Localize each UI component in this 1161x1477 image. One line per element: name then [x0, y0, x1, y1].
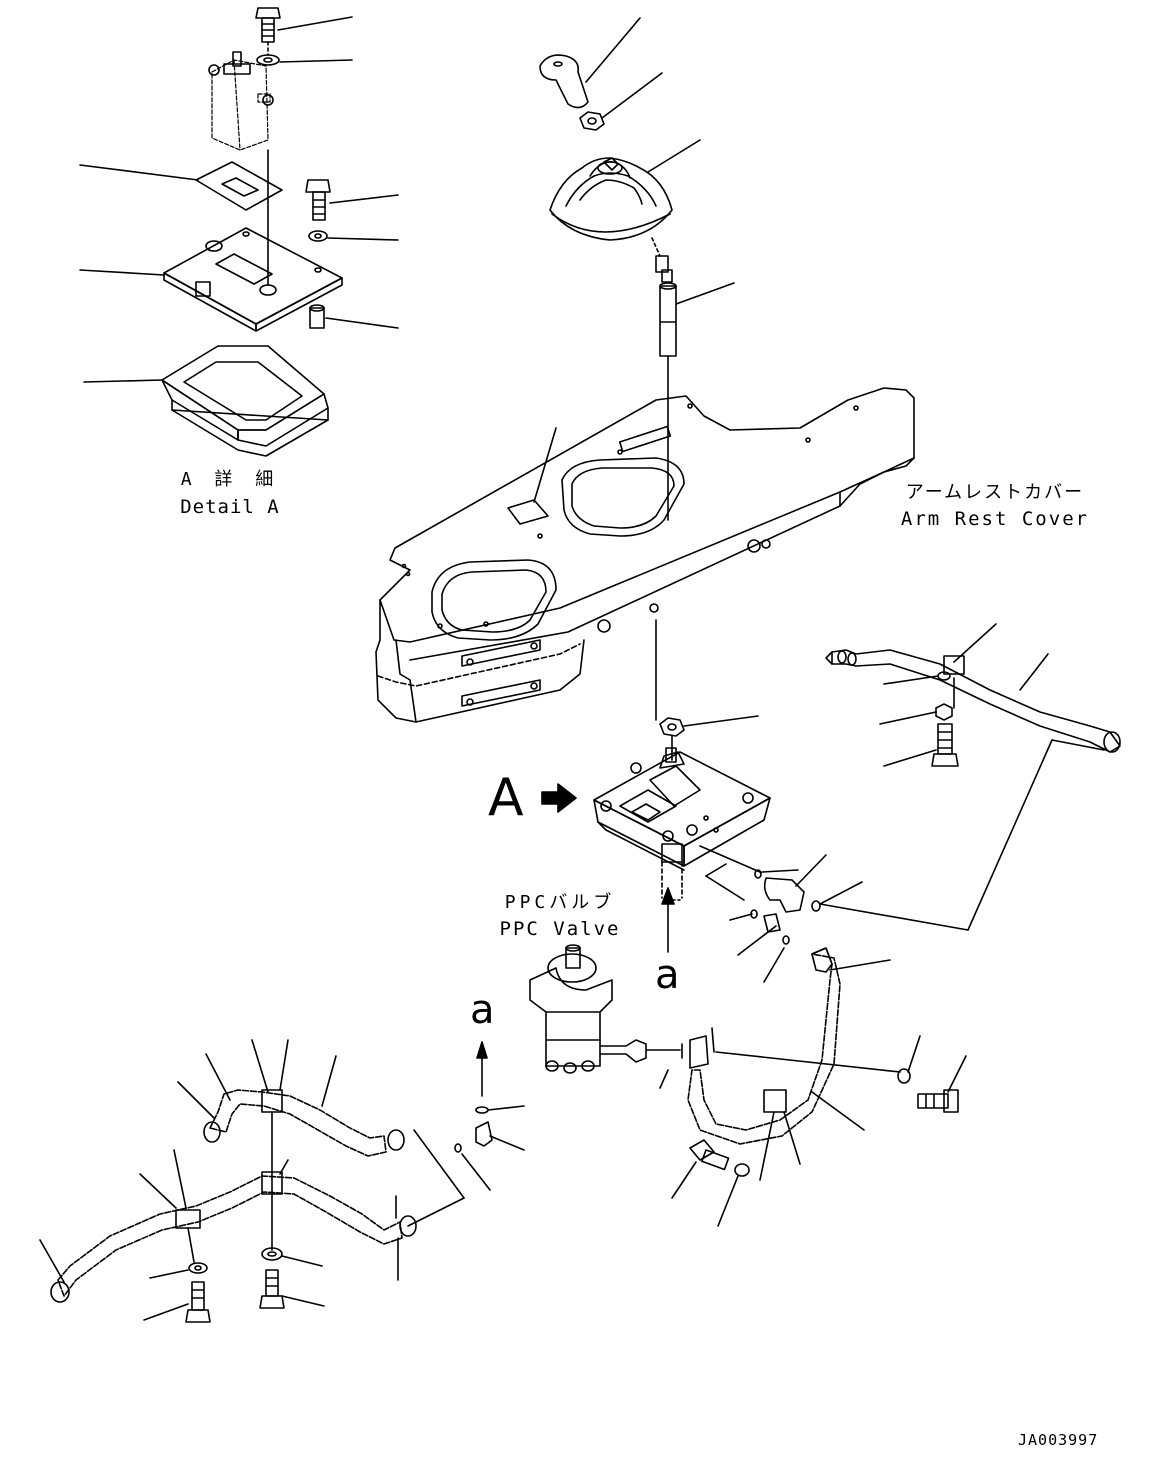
bolt-clamp-lower-right	[689, 1139, 730, 1171]
bolt-hose-lower-right	[917, 1089, 959, 1113]
mount-nut	[659, 717, 685, 737]
detail-a-group	[79, 7, 399, 457]
lever-assembly	[539, 17, 735, 521]
switch-fitting	[208, 51, 274, 106]
bolt-lower-left-2	[259, 1269, 285, 1309]
hose-lower-left-upper	[177, 1039, 405, 1251]
view-arrow-label: A	[488, 768, 524, 828]
bolt-lower-left-1	[185, 1281, 211, 1323]
lever-knob	[539, 54, 589, 109]
section-a-label-left: a	[470, 987, 495, 1033]
ppc-valve-label-en: PPC Valve	[499, 918, 621, 940]
mounting-plate	[163, 227, 343, 332]
detail-a-label-jp: A 詳 細	[180, 469, 280, 490]
section-a-label-right: a	[655, 952, 680, 998]
arm-rest-cover-label-en: Arm Rest Cover	[900, 508, 1090, 530]
gasket	[195, 161, 283, 211]
hose-lower-left-lower	[39, 1149, 417, 1303]
view-arrow	[541, 783, 577, 813]
ppc-valve-label-jp: PPCバルブ	[504, 892, 616, 913]
lever-rod	[655, 255, 677, 357]
lever-boot	[549, 157, 673, 241]
hose-lower-right	[671, 947, 967, 1227]
arm-rest-cover-label-jp: アームレストカバー	[905, 482, 1085, 503]
bolt-detail-right	[305, 179, 331, 221]
lever-nut	[579, 111, 605, 131]
spacer	[309, 304, 325, 329]
mounting-frame	[161, 345, 329, 457]
bolt-detail-top	[255, 7, 281, 43]
bolt-hose-right	[931, 723, 959, 767]
ppc-valve-body	[529, 944, 901, 1089]
drawing-number: JA003997	[1018, 1431, 1099, 1449]
hose-upper-right	[819, 623, 1121, 931]
arm-rest-cover	[375, 387, 915, 723]
valve-mount-assembly	[593, 715, 771, 901]
washer-detail-top	[256, 54, 280, 66]
washer-detail-right	[308, 230, 328, 242]
detail-a-label-en: Detail A	[180, 496, 280, 518]
fitting-elbow	[699, 845, 863, 983]
